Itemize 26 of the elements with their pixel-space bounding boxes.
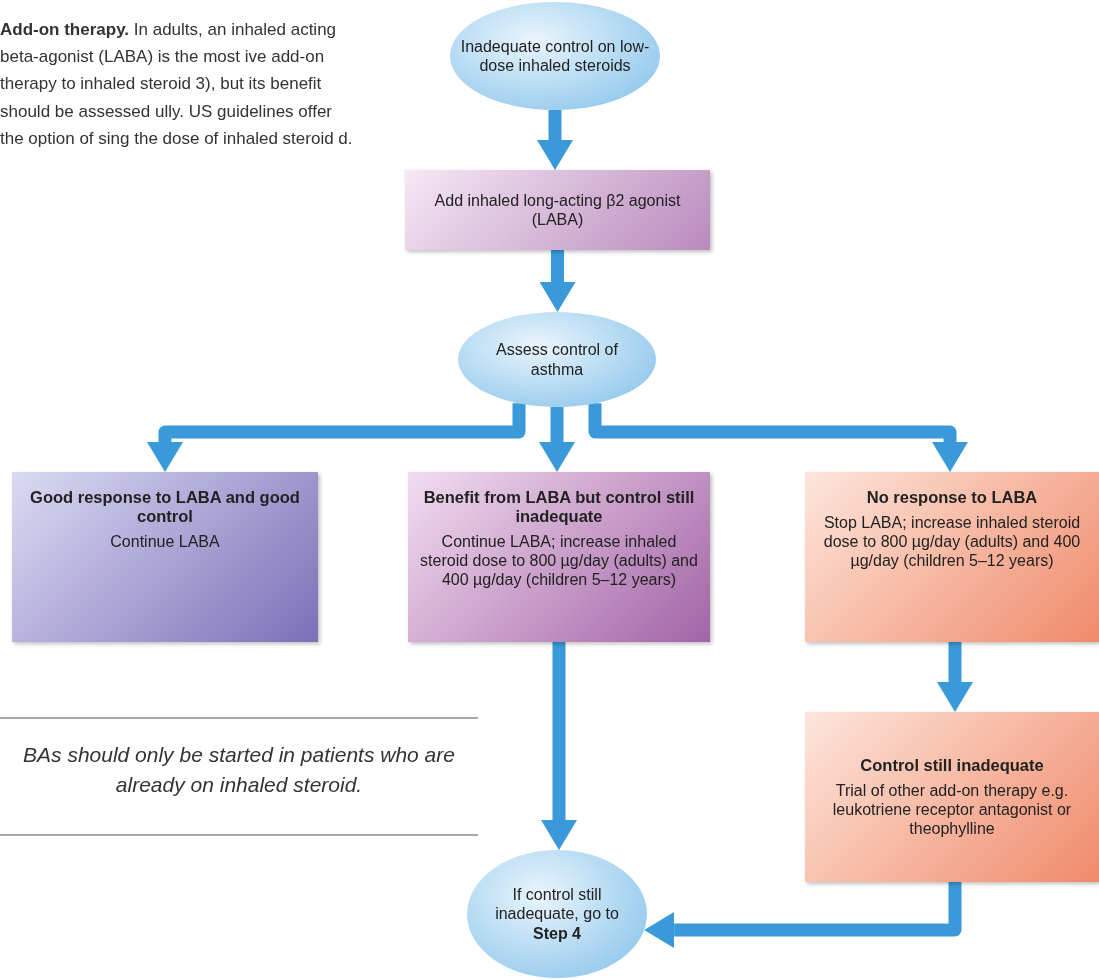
body-paragraph: Add-on therapy. In adults, an inhaled acting beta-agonist (LABA) is the most ive add-on therapy to inhaled steroid 3), but its benefit should be assessed ully. US guidelines offer the option of sing the dose of inhaled steroid d. [0, 19, 354, 150]
arrow [539, 250, 576, 312]
box-text: Continue LABA [110, 532, 220, 552]
box-text: If control still inadequate, go to Step 4 [494, 885, 620, 943]
outcome-box [805, 472, 1099, 642]
outcome-box [408, 472, 710, 642]
arrow [541, 642, 577, 850]
process-box [405, 170, 710, 250]
arrow [537, 110, 573, 170]
arrow [588, 403, 968, 472]
box-text: Inadequate control on low-dose inhaled steroids [460, 36, 650, 76]
box-text: Trial of other add-on therapy e.g. leukotriene receptor antagonist or theophylline [831, 780, 1073, 839]
outcome-box [805, 712, 1099, 882]
note-text: BAs should only be started in patients who are already on inhaled steroid. [22, 742, 456, 799]
outcome-box [12, 472, 318, 642]
box-text: Add inhaled long-acting β2 agonist (LABA) [433, 190, 682, 230]
arrow [147, 403, 526, 472]
box-text: Stop LABA; increase inhaled steroid dose to 800 µg/day (adults) and 400 µg/day (children 5–12 years) [822, 513, 1082, 571]
box-text: Continue LABA; increase inhaled steroid dose to 800 µg/day (adults) and 400 µg/day (children 5–12 years) [419, 532, 699, 590]
box-heading: No response to LABA [866, 488, 1038, 507]
box-text: Assess control of asthma [495, 340, 619, 379]
box-heading: Good response to LABA and good control [29, 488, 301, 526]
box-heading: Benefit from LABA but control still inadequate [422, 488, 696, 526]
arrow [539, 407, 575, 472]
arrow [937, 642, 973, 712]
box-heading: Control still inadequate [860, 755, 1044, 775]
